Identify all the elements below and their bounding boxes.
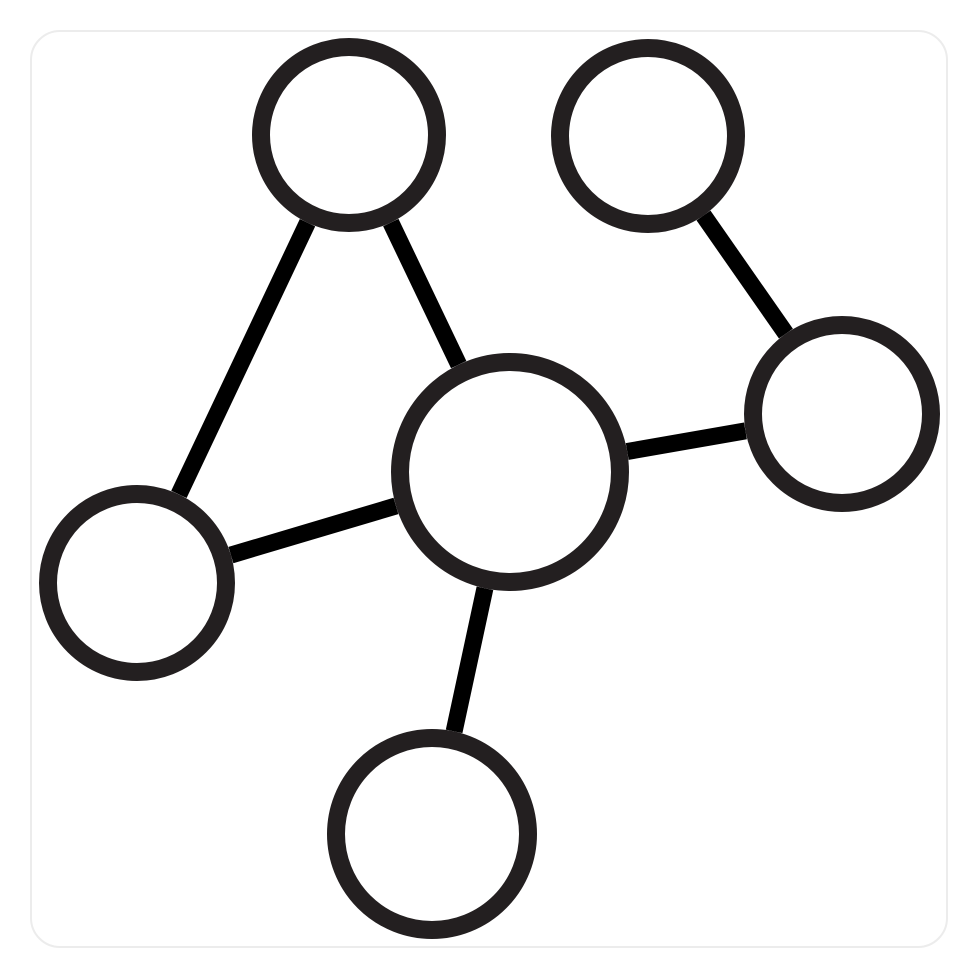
edge-top-left-to-center <box>383 218 467 369</box>
edge-center-to-right <box>625 422 747 460</box>
edge-top-right-to-right <box>696 210 793 339</box>
network-nodes <box>39 38 940 939</box>
edge-top-left-to-left <box>171 219 316 499</box>
node-top-left <box>252 38 446 232</box>
node-center <box>391 353 629 591</box>
network-edges <box>171 210 793 734</box>
edge-center-to-left <box>228 497 399 564</box>
node-right <box>744 316 940 512</box>
node-bottom <box>327 729 537 939</box>
edge-center-to-bottom <box>445 586 494 734</box>
node-left <box>39 485 235 681</box>
node-top-right <box>551 39 745 233</box>
